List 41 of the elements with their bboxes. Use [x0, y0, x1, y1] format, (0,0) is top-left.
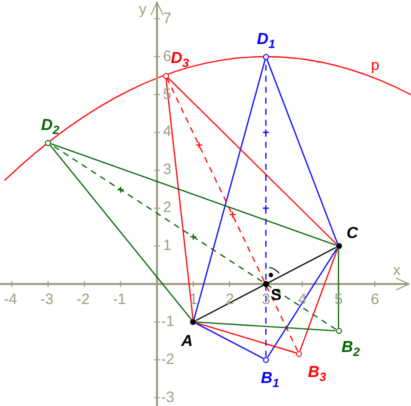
- point-label: D$_{1}$: [256, 32, 276, 48]
- curve-label: p: [371, 58, 380, 73]
- point-label: C: [346, 226, 358, 242]
- tick-label: -3: [40, 292, 54, 307]
- point-label: B$_{3}$: [308, 364, 326, 381]
- line-segment: [50, 143, 336, 246]
- point-label: D$_{3}$: [170, 50, 189, 67]
- tick-label: -1: [161, 314, 174, 329]
- point-label: D$_{2}$: [41, 118, 60, 134]
- line-segment: [299, 248, 338, 352]
- axis-name: y: [139, 2, 146, 17]
- tick-label: -2: [161, 352, 174, 367]
- line-segment: [50, 144, 192, 320]
- axis-name: x: [393, 263, 400, 278]
- point-label: B$_{2}$: [342, 340, 360, 356]
- tick-label: 2: [163, 200, 172, 216]
- tick-label: 6: [163, 48, 172, 64]
- line-segment: [196, 322, 296, 354]
- line-segment: [267, 248, 338, 358]
- tick-label: -2: [76, 292, 90, 307]
- line-segment: [338, 249, 340, 328]
- point-label: S: [270, 288, 282, 304]
- tick-label: 4: [163, 124, 172, 140]
- line-segment: [196, 322, 264, 359]
- line-segment: [167, 77, 337, 244]
- line-segment: [196, 322, 336, 332]
- tick-label: -4: [4, 292, 18, 307]
- tick-label: 3: [262, 292, 270, 307]
- dashed-diagonal-line: [166, 78, 298, 352]
- tick-label: 7: [163, 10, 172, 26]
- point-label: A: [181, 334, 193, 350]
- line-segment: [194, 59, 266, 320]
- tick-label: -3: [161, 390, 174, 405]
- tick-label: 3: [163, 162, 172, 178]
- tick-label: 6: [370, 292, 380, 307]
- tick-label: 1: [163, 238, 172, 254]
- line-segment: [165, 78, 194, 319]
- line-segment: [266, 59, 338, 244]
- tick-label: -1: [112, 292, 126, 307]
- line-segment: [196, 246, 336, 322]
- point-label: B$_{1}$: [260, 370, 280, 387]
